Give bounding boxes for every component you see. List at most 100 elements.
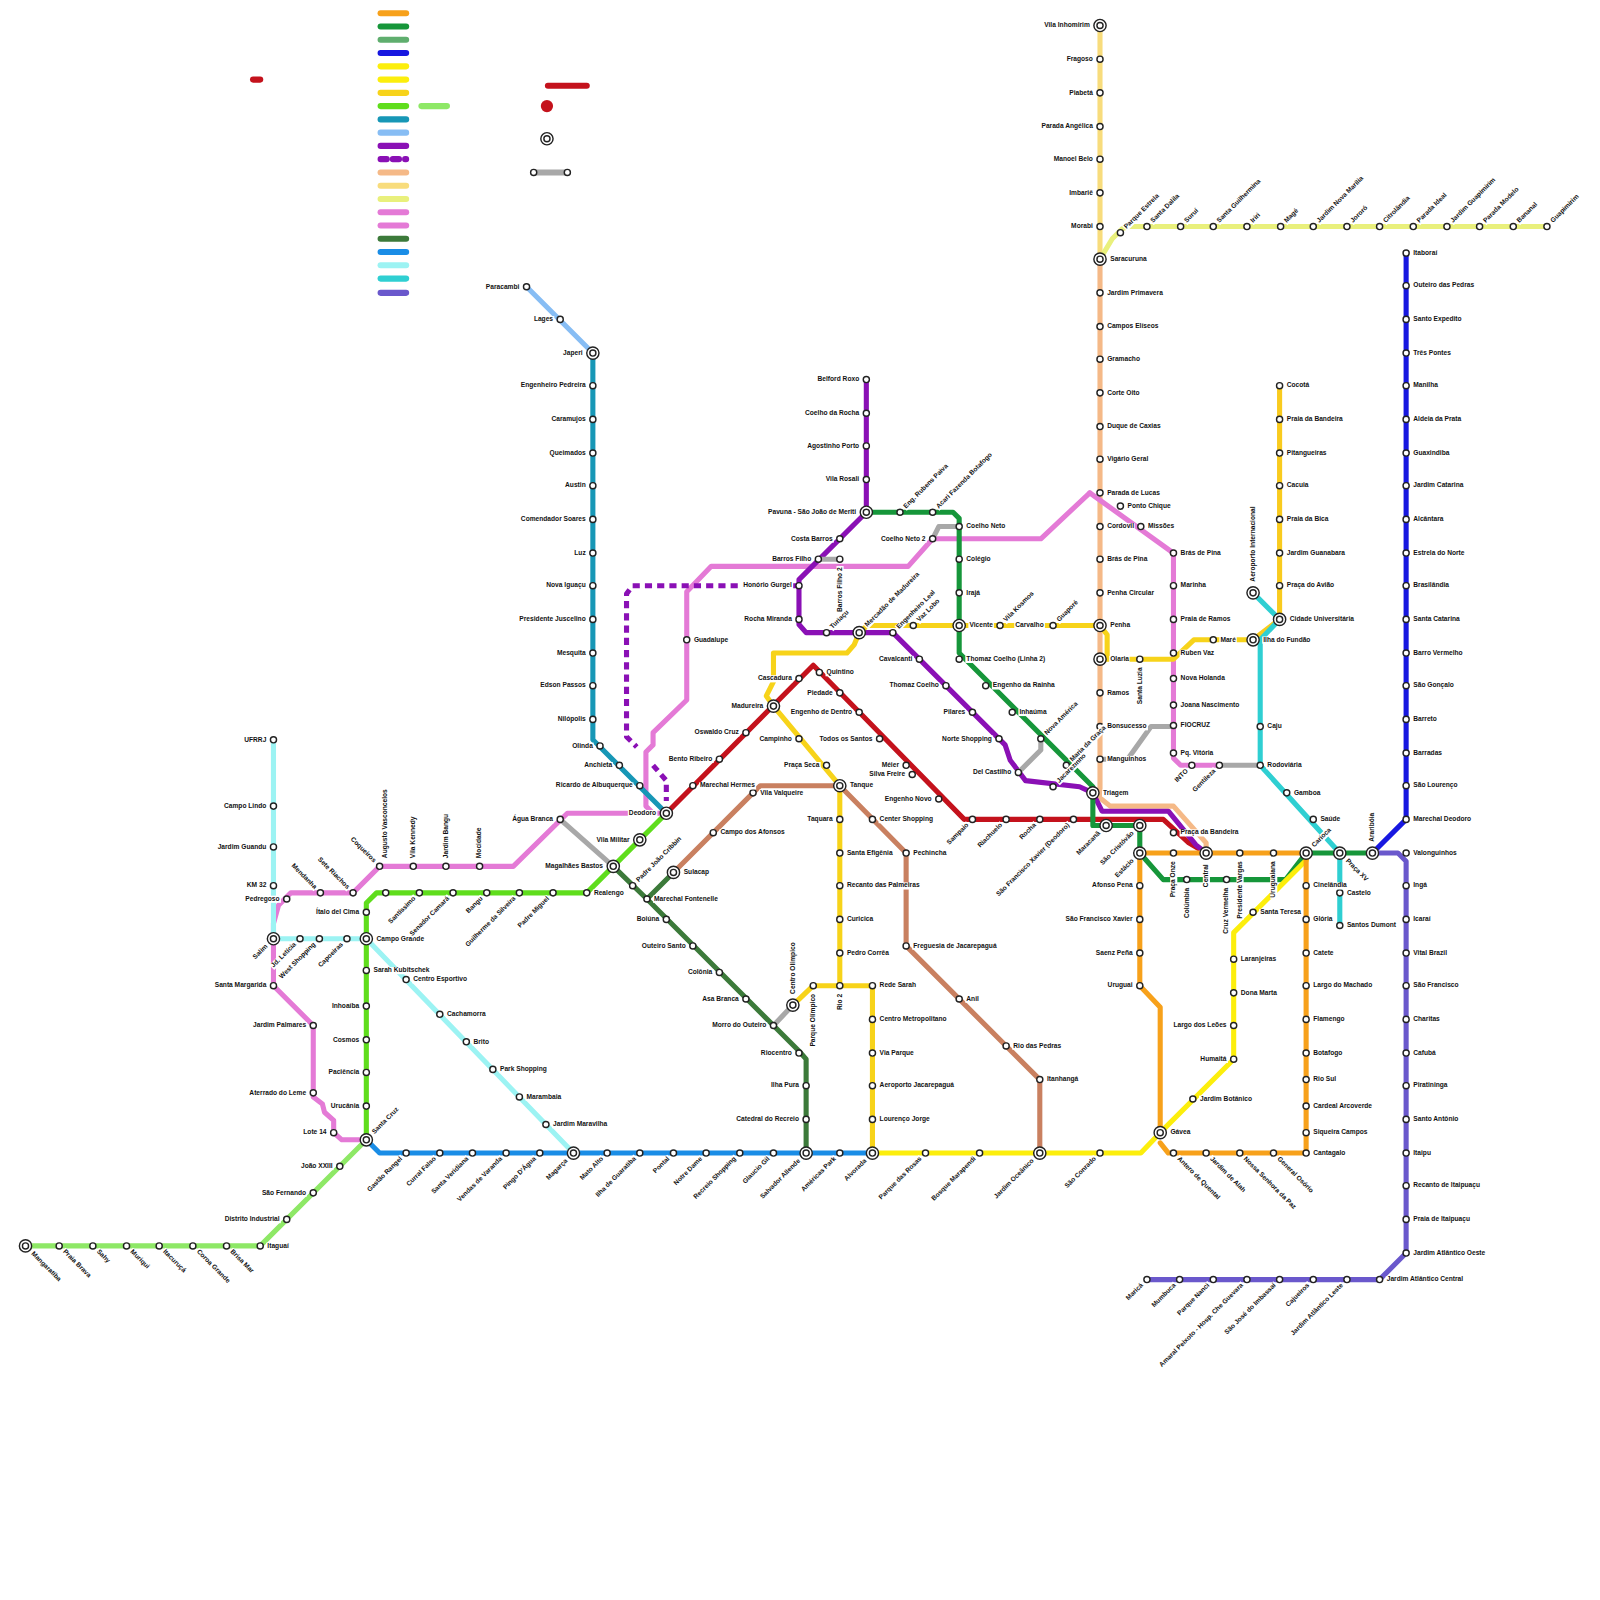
station-dot (1244, 1277, 1250, 1283)
transit-line (872, 860, 1306, 1153)
legend-swatch (381, 130, 407, 136)
station-dot (1303, 983, 1309, 989)
station-label: Jardim Guanabara (1286, 550, 1346, 557)
station-dot (331, 1130, 337, 1136)
legend-swatch (381, 183, 407, 189)
station-dot (810, 983, 816, 989)
station-label: Recanto das Palmeiras (846, 882, 921, 889)
legend-interchange (541, 133, 553, 145)
station-label: Glória (1312, 916, 1333, 923)
station-dot (663, 916, 669, 922)
station-dot (1097, 56, 1103, 62)
interchange-station (1247, 634, 1259, 646)
transit-line (1097, 26, 1102, 260)
station-label: Nossa Senhora da Paz (1242, 1155, 1298, 1211)
station-label: Cantagalo (1312, 1150, 1346, 1157)
station-label: Padre Miguel (516, 895, 551, 930)
interchange-station (1097, 256, 1103, 262)
station-label: Pitangueiras (1286, 450, 1328, 457)
transit-line (1090, 493, 1220, 765)
legend-swatch (381, 90, 407, 96)
station-label: Paciência (328, 1069, 361, 1076)
station-label: Afonso Pena (1091, 882, 1134, 889)
station-label: São Gonçalo (1412, 682, 1455, 689)
station-label: Queimados (549, 450, 587, 457)
station-label: Caju (1266, 723, 1282, 730)
station-label: Praça Onze (1170, 860, 1177, 898)
interchange-station (1157, 1130, 1163, 1136)
station-label: Mesquita (556, 650, 587, 657)
interchange-station (1090, 790, 1096, 796)
station-label: Siqueira Campos (1312, 1129, 1368, 1136)
station-dot (1444, 223, 1450, 229)
station-dot (897, 509, 903, 515)
station-label: Cafubá (1412, 1050, 1437, 1057)
station-dot (590, 450, 596, 456)
station-dot (1403, 416, 1409, 422)
station-label: Vigário Geral (1106, 456, 1149, 463)
station-label: Flamengo (1312, 1016, 1345, 1023)
legend-swatch (381, 290, 407, 296)
station-dot (1403, 616, 1409, 622)
station-dot (770, 1150, 776, 1156)
legend-swatch (381, 116, 407, 122)
station-dot (1277, 516, 1283, 522)
station-dot (437, 1011, 443, 1017)
legend-swatch (381, 262, 407, 268)
station-dot (590, 483, 596, 489)
station-dot (796, 736, 802, 742)
station-dot (1303, 1016, 1309, 1022)
station-label: Muriqui (128, 1248, 151, 1271)
interchange-station (567, 1147, 579, 1159)
station-label: Vila Militar (596, 836, 631, 843)
interchange-station (1303, 850, 1309, 856)
station-label: Botafogo (1312, 1050, 1343, 1057)
station-dot (1097, 490, 1103, 496)
station-dot (1170, 722, 1176, 728)
station-label: Ruben Vaz (1180, 650, 1216, 657)
legend-swatch (421, 103, 447, 109)
station-label: Olaria (1109, 656, 1130, 663)
station-label: Fragoso (1066, 56, 1094, 63)
station-dot (1310, 223, 1316, 229)
station-label: Engenho Novo (884, 796, 933, 803)
station-label: Paracambi (485, 283, 521, 290)
station-label: Estrela do Norte (1412, 550, 1465, 557)
transit-line (593, 353, 666, 813)
station-dot (1403, 550, 1409, 556)
station-label: Cavalcanti (878, 656, 913, 663)
station-dot (363, 1103, 369, 1109)
station-label: Pechincha (912, 850, 947, 857)
station-dot (1117, 503, 1123, 509)
station-dot (1137, 983, 1143, 989)
station-label: Boiúna (636, 916, 661, 923)
station-dot (1303, 1050, 1309, 1056)
station-label: Outeiro Santo (641, 943, 687, 950)
station-dot (1223, 877, 1229, 883)
station-label: Joana Nascimento (1180, 702, 1241, 709)
station-label: Anil (965, 996, 980, 1003)
station-dot (1277, 450, 1283, 456)
station-dot (837, 950, 843, 956)
station-label: Tanque (849, 782, 874, 789)
station-dot (590, 516, 596, 522)
station-dot (1097, 223, 1103, 229)
station-dot (1403, 1183, 1409, 1189)
station-dot (1009, 709, 1015, 715)
interchange-station (1273, 613, 1285, 625)
station-dot (936, 796, 942, 802)
interchange-station (863, 509, 869, 515)
station-dot (1170, 650, 1176, 656)
station-label: Inhoaíba (331, 1003, 360, 1010)
station-dot (590, 383, 596, 389)
station-label: Caramujos (550, 416, 586, 423)
station-dot (969, 816, 975, 822)
interchange-station (570, 1150, 576, 1156)
legend-swatch (381, 276, 407, 282)
station-label: Araribóia (1369, 812, 1376, 843)
legend-swatch (534, 169, 568, 175)
station-dot (590, 616, 596, 622)
station-dot (337, 1163, 343, 1169)
station-dot (684, 637, 690, 643)
